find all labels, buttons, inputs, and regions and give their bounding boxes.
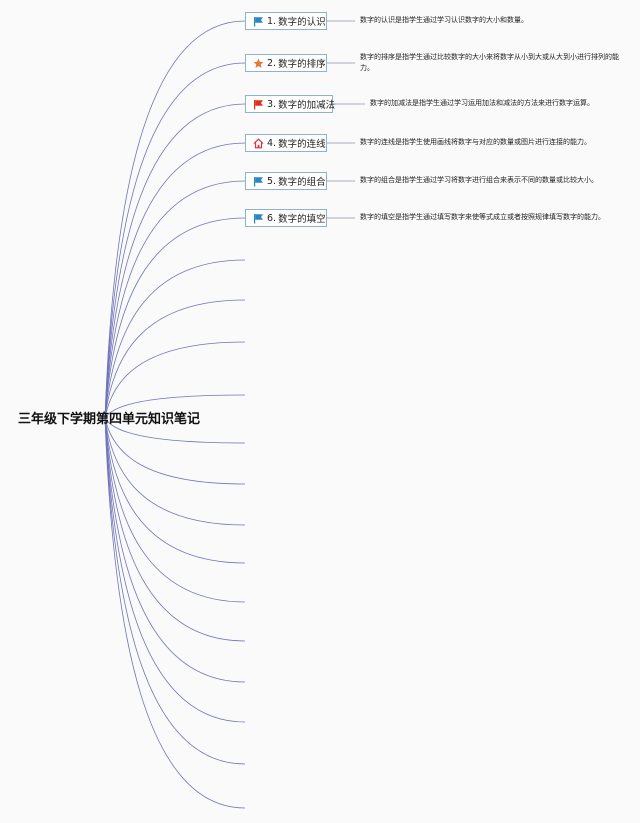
topic-label: 数字的填空 <box>278 214 326 225</box>
topic-label: 数字的认识 <box>278 17 326 28</box>
topic-6-description: 数字的填空是指学生通过填写数字来使等式成立或者按照规律填写数字的能力。 <box>360 213 605 221</box>
branch-line-empty-14 <box>104 417 246 809</box>
branch-line-topic-1 <box>104 20 246 419</box>
topic-6[interactable]: 6. 数字的填空 <box>245 209 327 227</box>
topic-4[interactable]: 4. 数字的连线 <box>245 134 327 152</box>
orange-star-icon <box>253 58 264 69</box>
topic-1[interactable]: 1. 数字的认识 <box>245 12 327 30</box>
topic-5[interactable]: 5. 数字的组合 <box>245 172 327 190</box>
topic-number: 1. <box>267 15 277 27</box>
topic-1-description: 数字的认识是指学生通过学习认识数字的大小和数量。 <box>360 16 528 24</box>
topic-label: 数字的加减法 <box>278 100 336 111</box>
branch-line-topic-4 <box>104 142 246 419</box>
branch-line-empty-6 <box>104 417 246 485</box>
branch-line-empty-10 <box>104 417 246 642</box>
topic-number: 3. <box>267 98 277 110</box>
red-flag-icon <box>253 99 264 110</box>
branch-line-topic-5 <box>104 180 246 419</box>
branch-line-empty-4 <box>104 394 246 419</box>
topic-2-description: 数字的排序是指学生通过比较数字的大小来将数字从小到大或从大到小进行排列的能力。 <box>360 53 619 72</box>
branch-line-empty-9 <box>104 417 246 603</box>
topic-number: 2. <box>267 57 277 69</box>
branch-line-empty-12 <box>104 417 246 723</box>
branch-line-topic-3 <box>104 103 246 419</box>
topic-label: 数字的排序 <box>278 59 326 70</box>
root-topic[interactable]: 三年级下学期第四单元知识笔记 <box>18 412 201 427</box>
blue-flag-icon <box>253 213 264 224</box>
topic-number: 4. <box>267 137 277 149</box>
topic-number: 6. <box>267 212 277 224</box>
branch-line-topic-2 <box>104 62 246 419</box>
branch-line-empty-7 <box>104 417 246 526</box>
blue-flag-icon <box>253 16 264 27</box>
blue-flag-icon <box>253 176 264 187</box>
branch-line-empty-13 <box>104 417 246 765</box>
topic-4-description: 数字的连线是指学生使用画线将数字与对应的数量或图片进行连接的能力。 <box>360 138 591 146</box>
branch-line-empty-2 <box>104 299 246 419</box>
topic-3[interactable]: 3. 数字的加减法 <box>245 95 336 113</box>
branch-line-empty-3 <box>104 341 246 419</box>
topic-number: 5. <box>267 175 277 187</box>
branch-line-topic-6 <box>104 217 246 419</box>
topic-label: 数字的组合 <box>278 177 326 188</box>
branch-line-empty-1 <box>104 259 246 419</box>
branch-line-empty-11 <box>104 417 246 683</box>
topic-3-description: 数字的加减法是指学生通过学习运用加法和减法的方法来进行数字运算。 <box>370 99 594 107</box>
topic-5-description: 数字的组合是指学生通过学习将数字进行组合来表示不同的数量或比较大小。 <box>360 176 598 184</box>
home-icon <box>253 137 264 149</box>
branch-line-empty-5 <box>104 417 246 444</box>
branch-line-empty-8 <box>104 417 246 564</box>
topic-label: 数字的连线 <box>278 139 326 150</box>
topic-2[interactable]: 2. 数字的排序 <box>245 54 327 72</box>
